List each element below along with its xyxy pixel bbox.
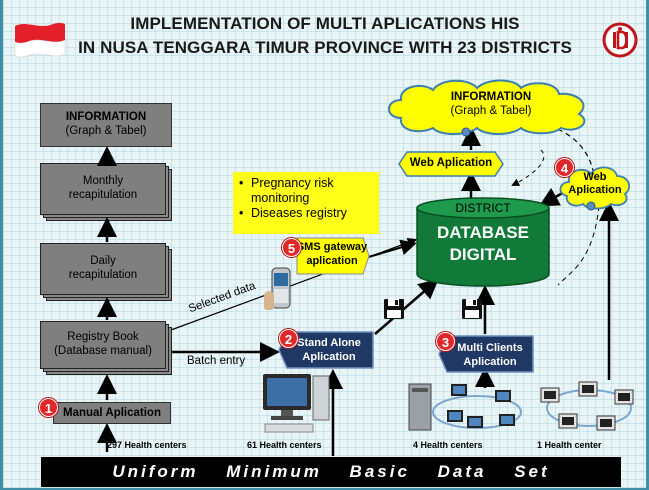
badge-2: 2: [279, 329, 298, 348]
database-cylinder-icon: [416, 197, 550, 287]
stand-alone-label: Stand Alone Aplication: [283, 336, 375, 364]
database-district-label: DISTRICT: [455, 201, 511, 215]
title-line-1: IMPLEMENTATION OF MULTI APLICATIONS HIS: [130, 14, 520, 33]
badge-5: 5: [282, 238, 301, 257]
arrow-standalone-to-db: [374, 278, 439, 335]
daily-line2: recapitulation: [68, 269, 138, 281]
info-cloud-sub: (Graph & Tabel): [450, 105, 532, 117]
daily-line1: Daily: [90, 255, 116, 267]
sms-gateway-line1: SMS gateway: [296, 241, 368, 253]
manual-application-label: Manual Aplication: [63, 407, 161, 419]
cloud-connector-dot: [461, 127, 471, 137]
caption-297-health-centers: 297 Health centers: [107, 440, 187, 450]
arrow-sms-to-db: [364, 239, 417, 259]
registry-line1: Registry Book: [67, 331, 139, 343]
sms-gateway-line2: aplication: [306, 255, 358, 267]
webcloud-connector-dot: [586, 201, 596, 211]
note-item-1: • Pregnancy risk monitoring: [239, 176, 373, 206]
badge-1: 1: [39, 398, 58, 417]
multi-clients-label: Multi Clients Aplication: [445, 341, 535, 369]
caption-61-health-centers: 61 Health centers: [247, 440, 322, 450]
footer-umbds-bar: Uniform Minimum Basic Data Set: [41, 457, 621, 487]
batch-entry-label: Batch entry: [187, 355, 246, 367]
floppy-disk-icon: [384, 299, 404, 319]
web-cloud-line1: Web: [583, 171, 607, 183]
caption-4-health-centers: 4 Health centers: [413, 440, 483, 450]
web-cloud-line2: Aplication: [568, 184, 622, 196]
bullet-2: •: [239, 206, 244, 220]
web-application-label: Web Aplication: [409, 157, 493, 169]
database-line1: DATABASE: [437, 223, 529, 242]
stand-alone-line2: Aplication: [302, 351, 356, 363]
left-information-sub: (Graph & Tabel): [65, 125, 147, 137]
note-item-1-line1: Pregnancy risk: [251, 176, 334, 190]
info-cloud-label: INFORMATION (Graph & Tabel): [403, 90, 579, 118]
bullet-1: •: [239, 176, 244, 190]
multi-clients-line1: Multi Clients: [457, 342, 523, 354]
web-cloud-label: Web Aplication: [563, 171, 627, 197]
sms-gateway-label: SMS gateway aplication: [295, 240, 369, 268]
note-item-1-line2: monitoring: [251, 191, 310, 205]
daily-recapitulation-box: Daily recapitulation: [40, 243, 166, 295]
sms-gateway-shape: [296, 237, 370, 275]
registry-line2: (Database manual): [54, 345, 152, 357]
title-line-2: IN NUSA TENGGARA TIMUR PROVINCE WITH 23 …: [78, 38, 572, 57]
iakmi-logo-icon: [602, 22, 638, 58]
badge-3: 3: [436, 332, 455, 351]
caption-1-health-center: 1 Health center: [537, 440, 602, 450]
stand-alone-line1: Stand Alone: [297, 337, 361, 349]
sms-notes-box: • Pregnancy risk monitoring • Diseases r…: [233, 172, 379, 234]
note-item-2-text: Diseases registry: [251, 206, 347, 220]
computer-network-icon: [408, 383, 522, 431]
web-cloud-shape: [559, 166, 631, 210]
dashed-webcloud-down: [557, 205, 600, 286]
dashed-info-to-db: [511, 149, 545, 186]
floppy-disk-icon: [462, 299, 482, 319]
left-information-title: INFORMATION: [65, 111, 147, 123]
computer-network-icon: [540, 381, 634, 431]
mobile-phone-icon: [264, 267, 291, 310]
multi-clients-line2: Aplication: [463, 356, 517, 368]
connector-layer: [97, 118, 619, 456]
info-cloud-shape: [388, 79, 586, 135]
note-item-2: • Diseases registry: [239, 206, 373, 221]
registry-book-box: Registry Book (Database manual): [40, 321, 166, 369]
stand-alone-shape: [278, 331, 374, 369]
web-application-shape: [398, 151, 504, 177]
monthly-line2: recapitulation: [68, 189, 138, 201]
database-line2: DIGITAL: [449, 245, 517, 264]
info-cloud-title: INFORMATION: [450, 91, 532, 103]
badge-4: 4: [555, 158, 574, 177]
desktop-computer-icon: [263, 374, 330, 433]
left-information-box: INFORMATION (Graph & Tabel): [40, 103, 172, 147]
monthly-line1: Monthly: [82, 175, 124, 187]
multi-clients-shape: [438, 335, 534, 373]
indonesia-flag-icon: [14, 22, 66, 58]
database-label: DATABASE DIGITAL: [415, 222, 551, 266]
